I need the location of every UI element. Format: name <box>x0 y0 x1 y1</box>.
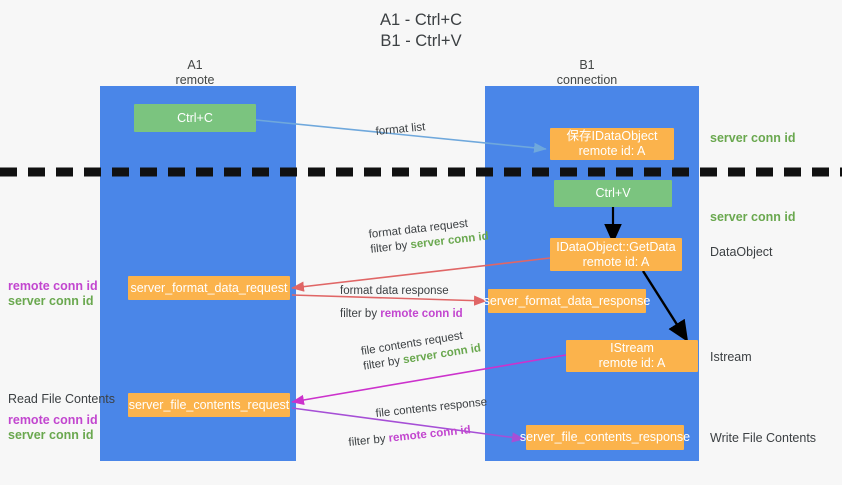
node-istream-line1: IStream <box>610 341 654 355</box>
node-ctrl-c-label: Ctrl+C <box>177 110 213 125</box>
left-label-read-file-contents: Read File Contents <box>8 392 116 406</box>
filter-prefix: filter by <box>369 239 412 256</box>
node-getdata-line2: remote id: A <box>582 254 650 269</box>
node-server-format-data-request-label: server_format_data_request <box>130 280 288 295</box>
node-ctrl-v[interactable]: Ctrl+V <box>554 180 672 207</box>
node-server-file-contents-request[interactable]: server_file_contents_request <box>128 393 290 417</box>
filter-prefix: filter by <box>340 308 381 320</box>
right-label-istream: Istream <box>710 350 752 364</box>
node-server-file-contents-response[interactable]: server_file_contents_response <box>520 425 690 450</box>
left-label-remote-conn-top: remote conn id <box>8 279 98 293</box>
edge-label-file-contents-response: file contents response filter by remote … <box>348 395 491 449</box>
node-server-file-contents-request-label: server_file_contents_request <box>128 397 290 412</box>
edge-label-file-contents-response-text: file contents response <box>375 396 488 420</box>
edge-label-format-data-response-text: format data response <box>340 285 449 297</box>
lane-header-b1: B1 connection <box>556 58 618 87</box>
node-istream[interactable]: IStream remote id: A <box>566 340 698 372</box>
node-server-format-data-response-label: server_format_data_response <box>483 293 651 308</box>
node-save-idataobject[interactable]: 保存IDataObject remote id: A <box>550 128 674 160</box>
filter-key-remote-conn-id: remote conn id <box>388 424 472 445</box>
edge-label-file-contents-request: file contents request filter by server c… <box>360 326 482 374</box>
node-save-idataobject-line1: 保存IDataObject <box>566 129 658 143</box>
right-label-server-conn-mid: server conn id <box>710 210 796 224</box>
filter-key-remote-conn-id: remote conn id <box>380 308 463 320</box>
edge-label-format-data-request: format data request filter by server con… <box>368 215 490 258</box>
left-label-server-conn-bottom: server conn id <box>8 428 94 442</box>
node-save-idataobject-line2: remote id: A <box>578 144 646 158</box>
filter-prefix: filter by <box>347 432 390 449</box>
node-server-format-data-response[interactable]: server_format_data_response <box>484 289 650 313</box>
right-label-write-file-contents: Write File Contents <box>710 431 817 445</box>
edge-label-file-contents-response-filter: filter by remote conn id <box>348 421 491 451</box>
right-label-server-conn-top: server conn id <box>710 131 796 145</box>
node-getdata[interactable]: IDataObject::GetData remote id: A <box>550 238 682 271</box>
lane-header-a1: A1 remote <box>175 58 215 87</box>
left-label-server-conn-top: server conn id <box>8 294 94 308</box>
node-getdata-line1: IDataObject::GetData <box>556 239 676 254</box>
edge-label-format-list-text: format list <box>375 121 426 138</box>
left-label-remote-conn-bottom: remote conn id <box>8 413 98 427</box>
edge-label-format-list: format list <box>375 120 426 140</box>
node-ctrl-v-label: Ctrl+V <box>595 186 631 200</box>
node-server-format-data-request[interactable]: server_format_data_request <box>128 276 290 300</box>
page-title: A1 - Ctrl+C B1 - Ctrl+V <box>379 11 463 50</box>
edge-label-format-data-response: format data response filter by remote co… <box>340 284 463 322</box>
node-istream-line2: remote id: A <box>598 356 666 370</box>
node-server-file-contents-response-label: server_file_contents_response <box>519 430 691 444</box>
edge-label-format-data-response-filter: filter by remote conn id <box>340 307 463 322</box>
right-label-dataobject: DataObject <box>710 245 773 259</box>
node-ctrl-c[interactable]: Ctrl+C <box>134 104 256 132</box>
